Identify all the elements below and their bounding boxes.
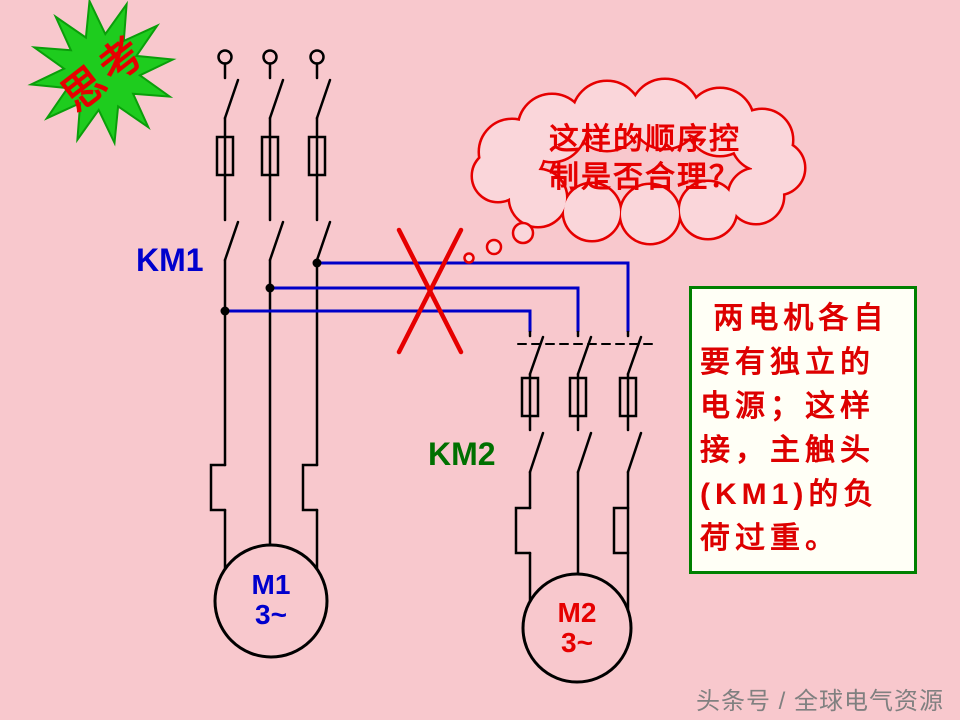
motor-m1-name: M1	[251, 569, 291, 600]
explanation-line: 接，主触头	[700, 434, 875, 467]
thought-bubble-text: 这样的顺序控 制是否合理？	[505, 121, 785, 197]
motor-m2-name: M2	[557, 597, 597, 628]
explanation-box: 两电机各自 要有独立的 电源；这样 接，主触头 (KM1)的负 荷过重。	[689, 286, 917, 574]
motor-m1-label: M1 3~	[219, 570, 323, 630]
thought-bubble-line: 这样的顺序控	[549, 123, 741, 156]
power-terminal-icons	[217, 49, 325, 65]
explanation-line: 两电机各自	[700, 302, 889, 335]
motor-m1-circle	[213, 543, 329, 659]
explanation-line: 要有独立的	[700, 346, 875, 379]
main-circuit-m1	[209, 62, 332, 580]
motor-m2-label: M2 3~	[525, 598, 629, 658]
starburst-shape	[27, 0, 177, 147]
explanation-line: 荷过重。	[700, 522, 840, 555]
main-circuit-m2	[514, 330, 653, 620]
km2-contactor-label: KM2	[428, 436, 496, 472]
motor-m2-circle	[521, 572, 633, 684]
thought-trail-dots	[463, 221, 535, 264]
km1-contactor-label: KM1	[136, 242, 204, 278]
junction-dots	[220, 258, 322, 316]
explanation-line: 电源；这样	[700, 390, 875, 423]
thought-bubble-line: 制是否合理？	[549, 161, 741, 194]
blue-tap-wires	[225, 261, 630, 332]
error-cross	[396, 227, 464, 355]
thought-cloud	[463, 77, 807, 264]
motor-m2-phase: 3~	[561, 627, 593, 658]
watermark-text: 头条号 / 全球电气资源	[695, 688, 944, 715]
motor-m1-phase: 3~	[255, 599, 287, 630]
explanation-line: (KM1)的负	[700, 478, 879, 511]
